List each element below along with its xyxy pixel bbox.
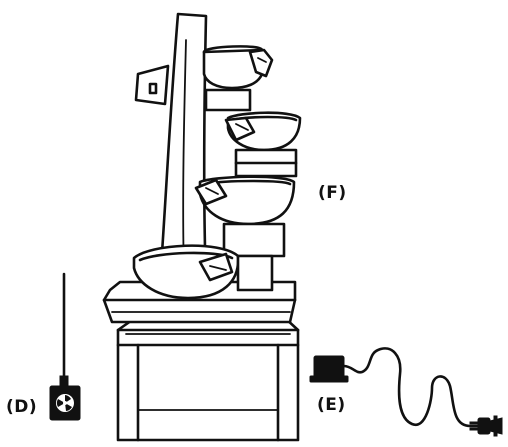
power-adapter-icon: [310, 356, 348, 382]
bowl-top: [204, 46, 272, 110]
adapter-assembly: [310, 348, 502, 436]
bowl-lower: [196, 177, 294, 256]
label-pump: (D): [6, 397, 37, 417]
adapter-cable: [344, 348, 486, 426]
fountain-column: [136, 14, 206, 282]
pump-cord-connector: [60, 376, 68, 386]
fan-icon: [50, 386, 80, 420]
label-adapter: (E): [317, 395, 346, 415]
bowl-middle: [226, 113, 300, 176]
pump-assembly: [50, 274, 80, 420]
label-fountain: (F): [318, 183, 347, 203]
fountain-base: [118, 318, 298, 440]
